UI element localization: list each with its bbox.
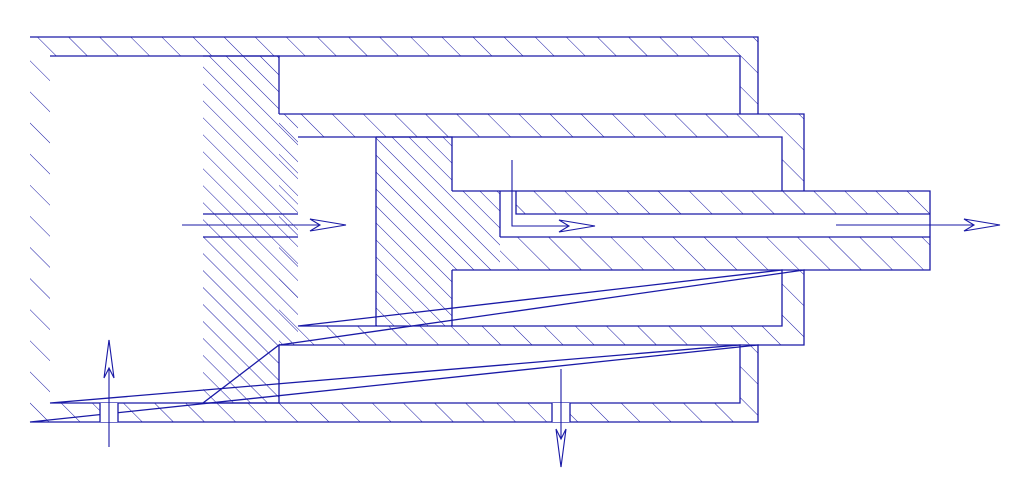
outer-barrel	[29, 36, 759, 423]
piston2-passage	[499, 191, 527, 237]
arrow-piston1-right	[182, 218, 347, 232]
piston1-passage	[203, 213, 298, 238]
arrow-inlet-up	[103, 339, 115, 447]
piston-small	[375, 136, 500, 326]
arrow-piston2-right	[511, 160, 596, 233]
arrow-rod-outlet-right	[836, 218, 1001, 232]
stage2-rod	[452, 190, 931, 271]
stage1-tube	[278, 113, 805, 346]
piston-large	[201, 55, 298, 404]
arrow-outlet-down	[555, 369, 567, 468]
